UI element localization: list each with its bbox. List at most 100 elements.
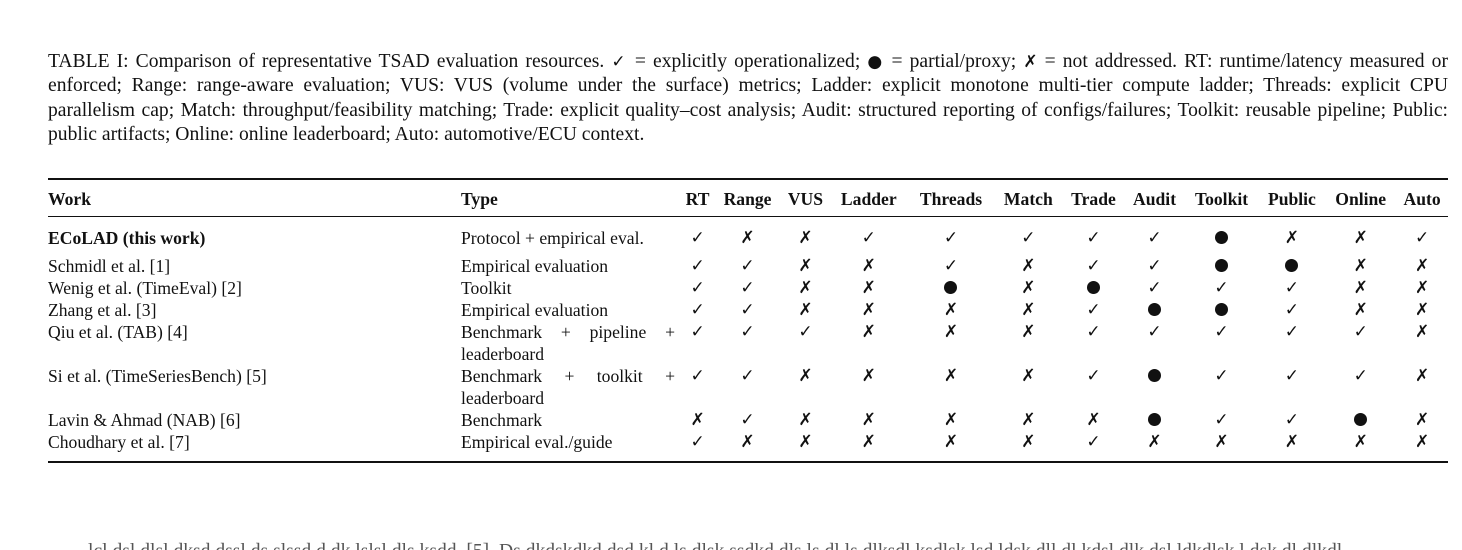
caption-cross-meaning: = not addressed. xyxy=(1044,51,1178,72)
check-icon xyxy=(1147,256,1161,276)
cross-icon xyxy=(798,256,812,276)
check-icon xyxy=(1354,322,1368,342)
dot-icon xyxy=(1215,259,1229,272)
cross-icon xyxy=(944,300,958,320)
cross-icon xyxy=(862,256,876,276)
check-icon xyxy=(740,322,754,342)
column-header-threads: Threads xyxy=(919,189,983,209)
mark-cell-trade xyxy=(1062,321,1124,365)
check-icon xyxy=(1214,322,1228,342)
work-cell: Choudhary et al. [7] xyxy=(48,432,190,452)
mark-cell-audit xyxy=(1125,365,1185,409)
mark-cell-online xyxy=(1325,277,1396,299)
column-header-toolkit: Toolkit xyxy=(1194,189,1249,209)
cross-icon: ✗ xyxy=(1023,52,1038,72)
mark-cell-match xyxy=(994,321,1062,365)
check-icon xyxy=(1021,228,1035,248)
mark-cell-threads xyxy=(908,365,995,409)
check-icon xyxy=(1214,278,1228,298)
cross-icon xyxy=(1354,228,1368,248)
column-header-type: Type xyxy=(461,189,498,209)
column-header-trade: Trade xyxy=(1071,189,1116,209)
check-icon xyxy=(1147,278,1161,298)
table-row: ECoLAD (this work)Protocol + empirical e… xyxy=(48,217,1448,256)
mark-cell-public xyxy=(1259,217,1326,256)
cross-icon xyxy=(1147,432,1161,452)
table-row: Si et al. (TimeSeriesBench) [5]Benchmark… xyxy=(48,365,1448,409)
dot-icon xyxy=(1285,259,1299,272)
cross-icon xyxy=(690,410,704,430)
mark-cell-auto xyxy=(1396,365,1448,409)
mark-cell-toolkit xyxy=(1185,217,1259,256)
mark-cell-audit xyxy=(1125,299,1185,321)
check-icon xyxy=(740,256,754,276)
type-cell: Benchmark + pipeline + leaderboard xyxy=(461,322,675,364)
mark-cell-rt xyxy=(681,431,714,462)
check-icon xyxy=(690,228,704,248)
cross-icon xyxy=(1354,300,1368,320)
mark-cell-rt xyxy=(681,255,714,277)
dot-icon xyxy=(1086,281,1100,294)
cross-icon xyxy=(1021,300,1035,320)
dot-icon: ● xyxy=(867,52,885,72)
cross-icon xyxy=(798,300,812,320)
check-icon xyxy=(798,322,812,342)
mark-cell-trade xyxy=(1062,217,1124,256)
check-icon xyxy=(1285,322,1299,342)
type-cell: Empirical evaluation xyxy=(461,300,609,320)
mark-cell-ladder xyxy=(830,277,908,299)
cross-icon xyxy=(798,432,812,452)
mark-cell-online xyxy=(1325,365,1396,409)
mark-cell-trade xyxy=(1062,277,1124,299)
cross-icon xyxy=(1214,432,1228,452)
work-cell: Wenig et al. (TimeEval) [2] xyxy=(48,278,242,298)
mark-cell-auto xyxy=(1396,277,1448,299)
mark-cell-threads xyxy=(908,409,995,431)
mark-cell-rt xyxy=(681,321,714,365)
mark-cell-range xyxy=(714,255,781,277)
mark-cell-audit xyxy=(1125,321,1185,365)
type-cell: Toolkit xyxy=(461,278,512,298)
mark-cell-toolkit xyxy=(1185,365,1259,409)
check-icon xyxy=(1285,410,1299,430)
mark-cell-threads xyxy=(908,299,995,321)
mark-cell-auto xyxy=(1396,431,1448,462)
dot-icon xyxy=(1148,413,1162,426)
work-cell: Lavin & Ahmad (NAB) [6] xyxy=(48,410,241,430)
mark-cell-vus xyxy=(781,277,830,299)
mark-cell-ladder xyxy=(830,255,908,277)
caption-check-meaning: = explicitly operationalized; xyxy=(634,51,861,72)
column-header-online: Online xyxy=(1335,189,1387,209)
column-header-public: Public xyxy=(1267,189,1316,209)
mark-cell-trade xyxy=(1062,365,1124,409)
caption-label: TABLE I: xyxy=(48,51,129,72)
mark-cell-vus xyxy=(781,217,830,256)
work-cell: Schmidl et al. [1] xyxy=(48,256,171,276)
mark-cell-audit xyxy=(1125,217,1185,256)
mark-cell-auto xyxy=(1396,217,1448,256)
cross-icon xyxy=(798,366,812,386)
check-icon xyxy=(740,366,754,386)
mark-cell-toolkit xyxy=(1185,277,1259,299)
mark-cell-match xyxy=(994,277,1062,299)
check-icon xyxy=(1285,300,1299,320)
mark-cell-trade xyxy=(1062,409,1124,431)
caption-definitions: RT: runtime/latency measured or enforced… xyxy=(48,51,1448,145)
dot-icon xyxy=(944,281,958,294)
caption-intro: Comparison of representative TSAD evalua… xyxy=(135,51,605,72)
mark-cell-public xyxy=(1259,431,1326,462)
mark-cell-match xyxy=(994,431,1062,462)
mark-cell-vus xyxy=(781,365,830,409)
check-icon xyxy=(690,256,704,276)
mark-cell-audit xyxy=(1125,277,1185,299)
table-body: ECoLAD (this work)Protocol + empirical e… xyxy=(48,217,1448,462)
cross-icon xyxy=(1021,256,1035,276)
cross-icon xyxy=(1021,322,1035,342)
cross-icon xyxy=(1021,432,1035,452)
check-icon xyxy=(1147,322,1161,342)
mark-cell-online xyxy=(1325,431,1396,462)
mark-cell-public xyxy=(1259,277,1326,299)
check-icon xyxy=(1415,228,1429,248)
check-icon xyxy=(944,256,958,276)
